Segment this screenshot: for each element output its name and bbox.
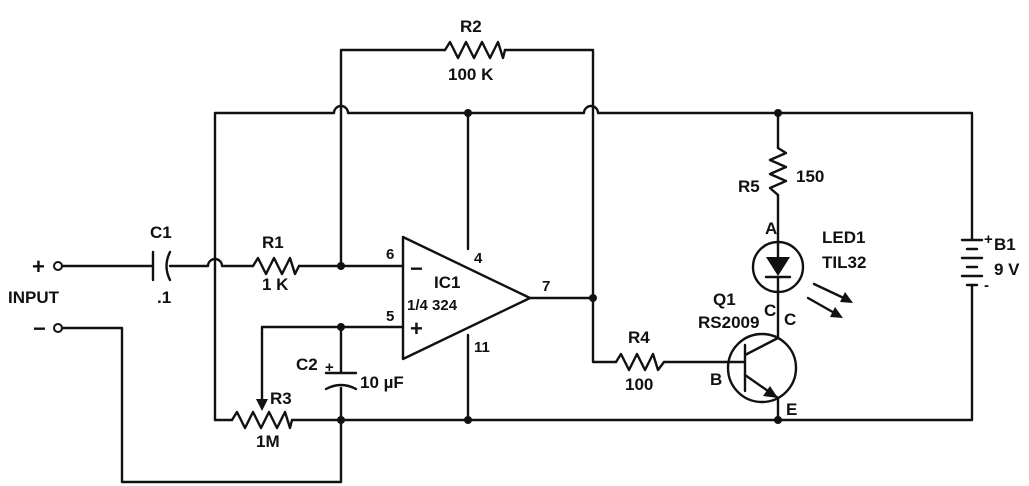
junction-dot (337, 262, 345, 270)
c2-value: 10 µF (360, 373, 404, 392)
input-minus-terminal[interactable] (53, 323, 63, 333)
junction-dots (337, 109, 782, 424)
r4-value: 100 (625, 375, 653, 394)
input-plus-terminal[interactable] (53, 261, 63, 271)
ic1-inverting-sign: − (410, 256, 423, 281)
ic1-noninverting-sign: + (410, 316, 423, 341)
r5-value: 150 (796, 167, 824, 186)
r3-value: 1M (256, 432, 280, 451)
junction-dot (774, 109, 782, 117)
input-plus-sign: + (32, 254, 45, 279)
q1-ref: Q1 (713, 290, 736, 309)
resistor-r2: R2 100 K (443, 17, 507, 84)
junction-dot (589, 294, 597, 302)
ic1-pin-11: 11 (474, 339, 490, 356)
q1-emitter-label: E (786, 400, 797, 419)
c1-value: .1 (157, 288, 171, 307)
c2-ref: C2 (296, 355, 318, 374)
r4-ref: R4 (628, 328, 650, 347)
junction-dot (464, 416, 472, 424)
wires (60, 48, 974, 484)
input-terminals: + − INPUT (8, 254, 63, 341)
capacitor-c2: C2 + 10 µF (296, 355, 404, 392)
q1-collector-label: C (784, 310, 796, 329)
junction-dot (337, 323, 345, 331)
led1-anode-label: A (765, 219, 777, 238)
resistor-r4: R4 100 (614, 328, 666, 394)
ic1-pin-5: 5 (386, 308, 394, 325)
potentiometer-r3: R3 1M (230, 389, 294, 451)
b1-ref: B1 (994, 235, 1016, 254)
input-label: INPUT (8, 288, 60, 307)
q1-base-label: B (710, 370, 722, 389)
b1-minus-sign: - (984, 277, 989, 294)
r1-ref: R1 (262, 233, 284, 252)
b1-plus-sign: + (984, 231, 993, 248)
ic1-value: 1/4 324 (407, 297, 458, 314)
led1-ref: LED1 (822, 228, 865, 247)
ic1-pin-7: 7 (542, 278, 550, 295)
capacitor-c1: C1 .1 (150, 223, 172, 307)
ic1-pin-6: 6 (386, 246, 394, 263)
led-led1: A C LED1 TIL32 (751, 219, 866, 320)
r2-value: 100 K (448, 65, 494, 84)
r5-ref: R5 (738, 177, 760, 196)
input-minus-sign: − (33, 316, 46, 341)
led1-value: TIL32 (822, 253, 866, 272)
r1-value: 1 K (262, 275, 289, 294)
ic1-ref: IC1 (434, 273, 460, 292)
junction-dot (774, 416, 782, 424)
resistor-r5: R5 150 (738, 146, 824, 197)
ic1-pin-4: 4 (474, 250, 483, 267)
opamp-ic1: − + IC1 1/4 324 6 5 7 4 11 (386, 235, 550, 361)
r2-ref: R2 (460, 17, 482, 36)
led1-cathode-label: C (764, 301, 776, 320)
q1-value: RS2009 (698, 313, 759, 332)
c1-ref: C1 (150, 223, 172, 242)
junction-dot (337, 416, 345, 424)
resistor-r1: R1 1 K (251, 233, 301, 294)
c2-plus-sign: + (325, 359, 334, 376)
transistor-q1: C B E Q1 RS2009 (698, 290, 797, 419)
junction-dot (464, 109, 472, 117)
b1-value: 9 V (994, 260, 1020, 279)
r3-ref: R3 (270, 389, 292, 408)
battery-b1: + - B1 9 V (960, 231, 1020, 294)
